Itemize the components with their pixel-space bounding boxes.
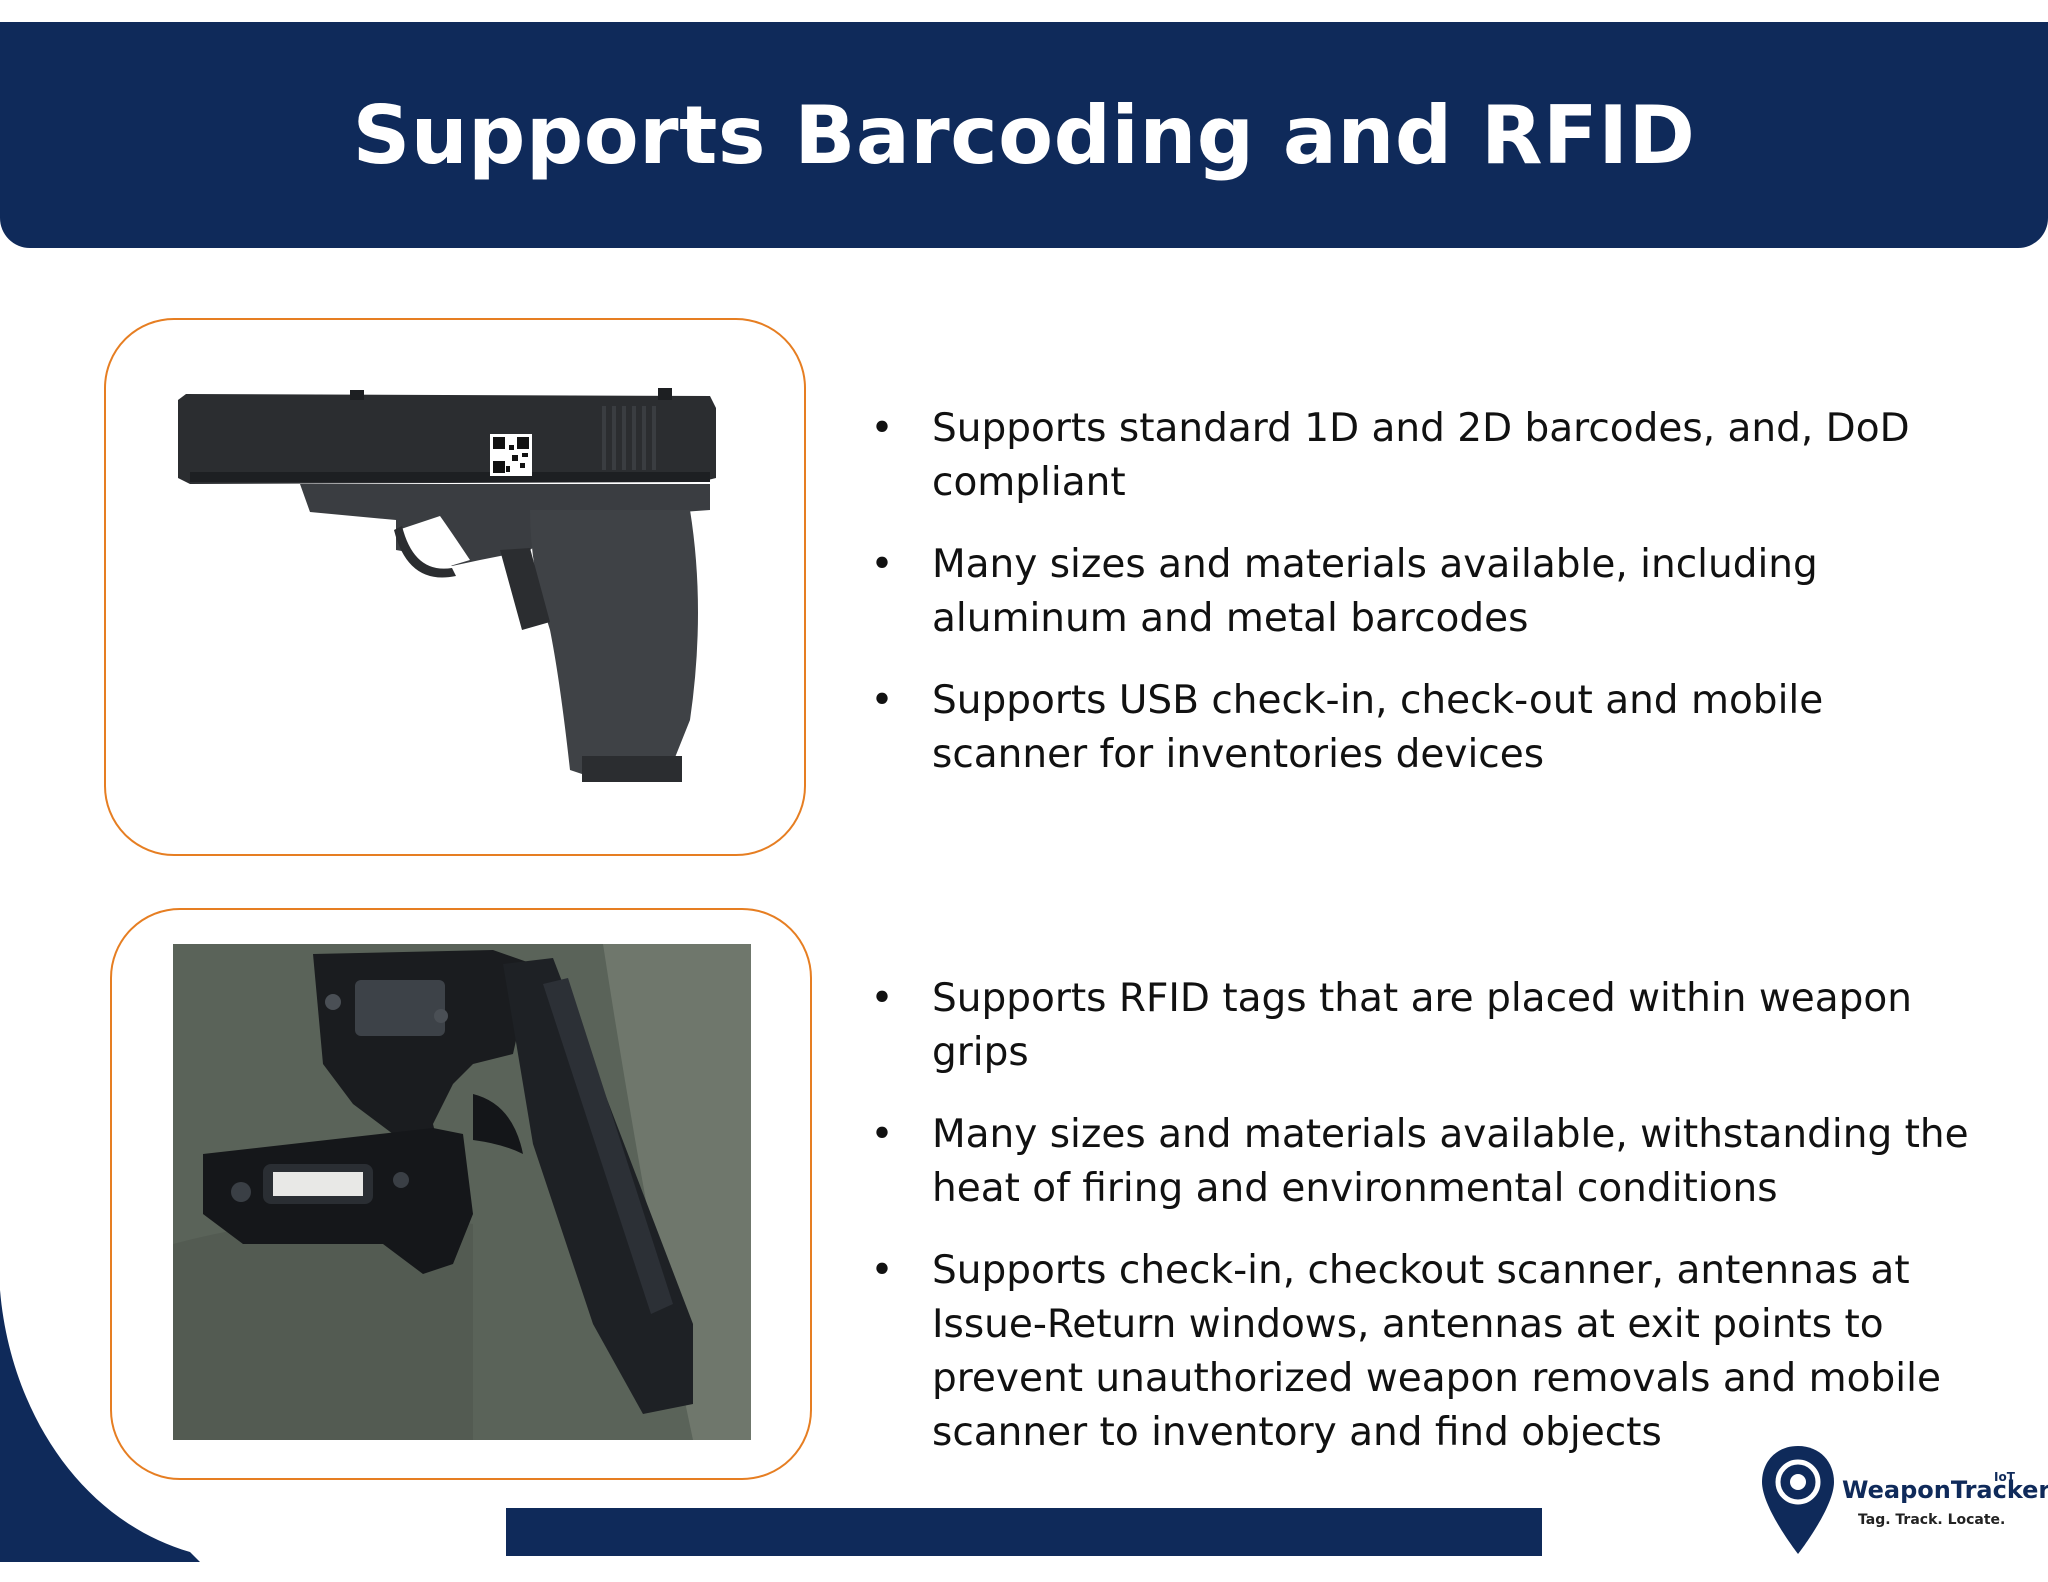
logo-name: WeaponTracker xyxy=(1842,1476,2048,1504)
list-item: •Many sizes and materials available, inc… xyxy=(870,542,1818,641)
pistol-with-qr-code-image xyxy=(150,360,750,820)
corner-swoosh-decoration xyxy=(0,1290,200,1562)
weapontracker-logo: WeaponTracker IoT Tag. Track. Locate. xyxy=(1758,1442,2048,1560)
list-item: •Supports USB check-in, check-out and mo… xyxy=(870,678,1824,777)
location-pin-target-icon xyxy=(1762,1446,1834,1554)
header-banner: Supports Barcoding and RFID xyxy=(0,22,2048,248)
barcode-feature-list: •Supports standard 1D and 2D barcodes, a… xyxy=(870,402,1990,810)
logo-superscript: IoT xyxy=(1994,1470,2015,1484)
rfid-feature-list: •Supports RFID tags that are placed with… xyxy=(870,972,1990,1488)
list-item: •Supports RFID tags that are placed with… xyxy=(870,976,1912,1075)
disassembled-pistol-rfid-grip-image xyxy=(173,944,751,1440)
list-item: •Supports standard 1D and 2D barcodes, a… xyxy=(870,406,1910,505)
page-title: Supports Barcoding and RFID xyxy=(352,88,1696,182)
footer-bar xyxy=(506,1508,1542,1556)
list-item: •Supports check-in, checkout scanner, an… xyxy=(870,1248,1941,1455)
logo-tagline: Tag. Track. Locate. xyxy=(1858,1512,2006,1528)
list-item: •Many sizes and materials available, wit… xyxy=(870,1112,1969,1211)
